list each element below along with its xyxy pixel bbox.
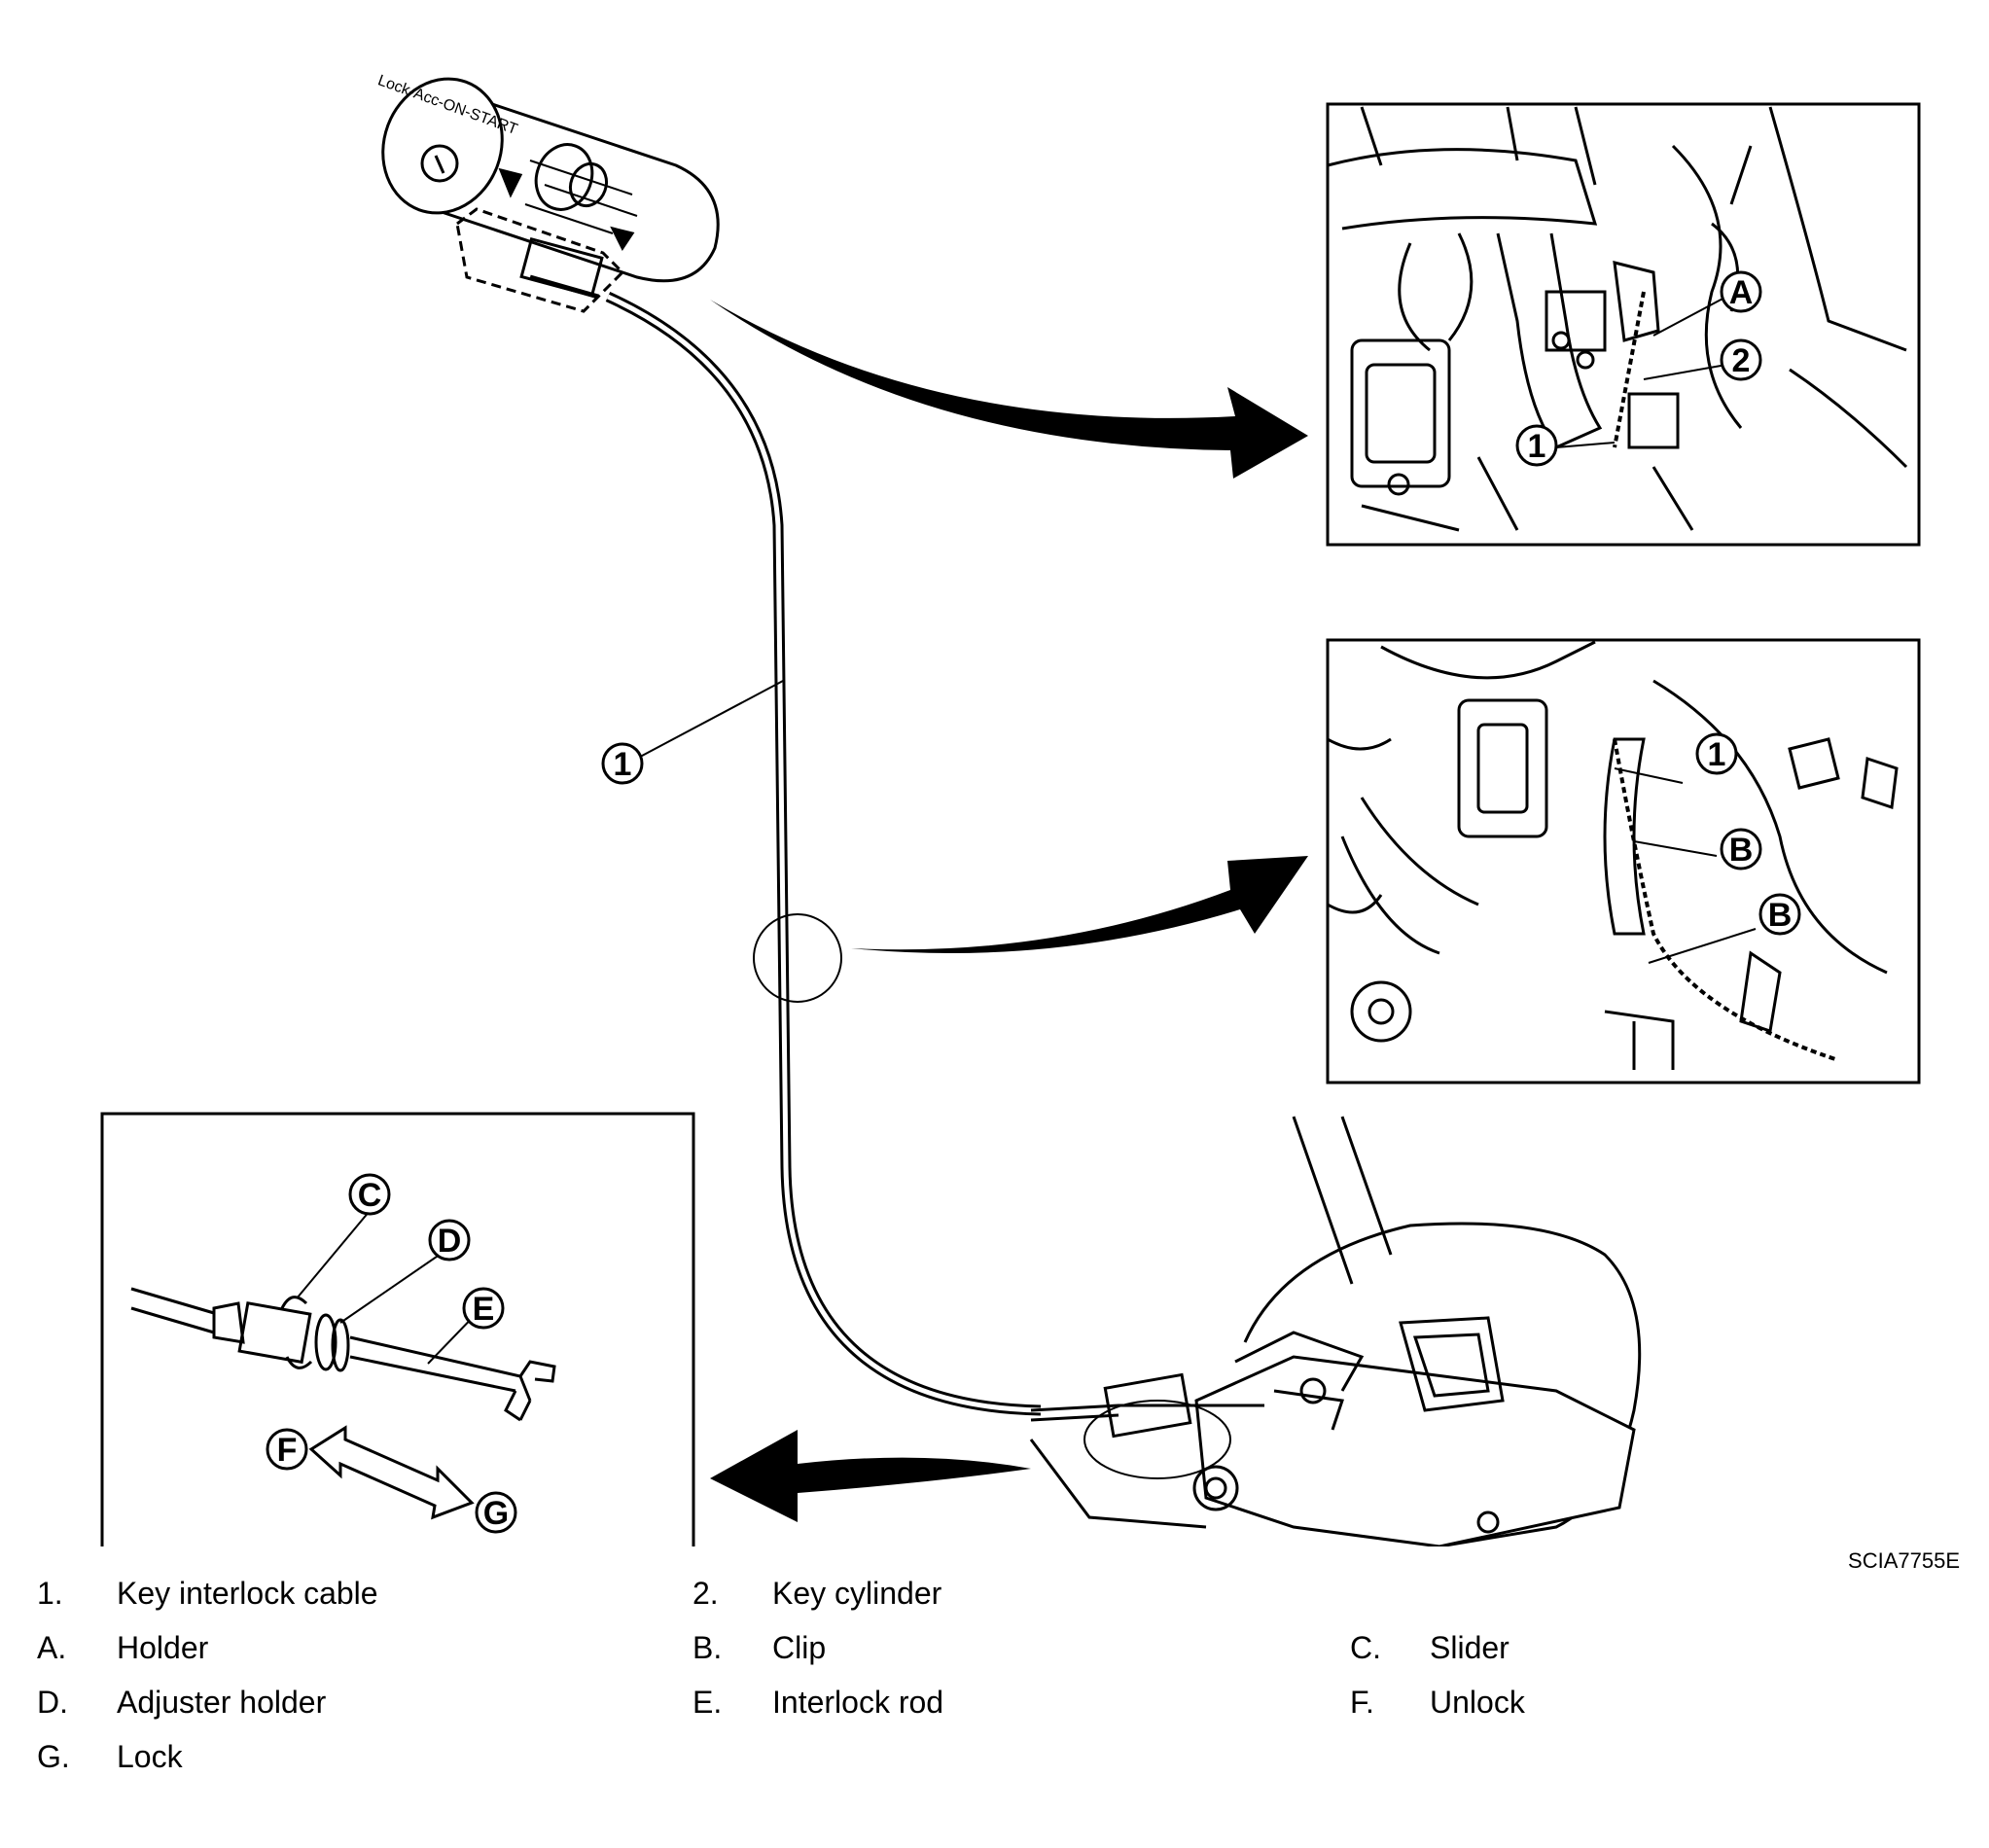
callout-unlock-f: F [266, 1428, 308, 1471]
legend-key: 1. [37, 1576, 63, 1611]
key-interlock-cable [605, 291, 1042, 1416]
legend-label: Key interlock cable [117, 1576, 378, 1611]
arrow-to-shift-detail [710, 1430, 1031, 1522]
callout-cable-main: 1 [601, 742, 644, 785]
callout-clip-b-lower: B [1758, 893, 1801, 936]
legend-label: Unlock [1430, 1685, 1525, 1720]
legend-key: E. [693, 1685, 723, 1720]
callout-key-cylinder-2: 2 [1720, 338, 1762, 381]
svg-text:1: 1 [1528, 428, 1546, 465]
parts-legend: 1. Key interlock cable 2. Key cylinder A… [0, 1576, 1989, 1829]
svg-text:D: D [438, 1223, 462, 1260]
legend-key: B. [693, 1630, 723, 1665]
legend-key: C. [1350, 1630, 1381, 1665]
arrows [710, 300, 1308, 1522]
svg-text:1: 1 [614, 746, 632, 783]
legend-label: Slider [1430, 1630, 1510, 1665]
svg-text:B: B [1768, 897, 1793, 934]
shift-lever-assembly [1029, 1116, 1642, 1546]
legend-label: Adjuster holder [117, 1685, 327, 1720]
callout-holder-a: A [1720, 270, 1762, 313]
svg-text:C: C [358, 1177, 382, 1214]
legend-key: F. [1350, 1685, 1374, 1720]
legend-label: Lock [117, 1739, 183, 1774]
unlock-lock-double-arrow [308, 1425, 475, 1520]
legend-label: Key cylinder [772, 1576, 942, 1611]
legend-label: Interlock rod [772, 1685, 944, 1720]
svg-text:1: 1 [1708, 736, 1726, 773]
figure-code: SCIA7755E [1848, 1548, 1960, 1573]
clip-detail-view [1326, 638, 1921, 1084]
callout-clip-b-upper: B [1720, 828, 1762, 871]
legend-row: 1. Key interlock cable 2. Key cylinder [0, 1576, 1989, 1630]
legend-label: Holder [117, 1630, 209, 1665]
legend-label: Clip [772, 1630, 827, 1665]
svg-text:B: B [1729, 832, 1754, 869]
svg-text:G: G [483, 1495, 509, 1532]
legend-key: D. [37, 1685, 68, 1720]
ignition-key-cylinder [381, 77, 720, 313]
callout-adjuster-holder-d: D [428, 1219, 471, 1262]
slider-detail-view [100, 1112, 695, 1546]
arrow-to-clip-view [851, 856, 1308, 953]
callout-lock-g: G [475, 1491, 517, 1534]
callout-cable-mid-box: 1 [1695, 732, 1738, 775]
callout-cable-top-box: 1 [1515, 424, 1558, 467]
svg-text:A: A [1729, 274, 1754, 311]
cable-detail-circle [753, 913, 842, 1003]
holder-detail-view [1326, 102, 1921, 547]
callout-slider-c: C [348, 1173, 391, 1216]
svg-text:2: 2 [1732, 342, 1751, 379]
legend-row: D. Adjuster holder E. Interlock rod F. U… [0, 1685, 1989, 1739]
key-interlock-diagram: Lock-Acc-ON-START [100, 72, 1921, 1546]
svg-text:E: E [473, 1291, 495, 1328]
cable-leader-line [626, 680, 784, 764]
svg-text:F: F [277, 1432, 298, 1469]
callout-interlock-rod-e: E [462, 1287, 505, 1330]
arrow-to-holder-view [710, 300, 1308, 479]
legend-key: G. [37, 1739, 70, 1774]
legend-row: G. Lock [0, 1739, 1989, 1794]
legend-key: A. [37, 1630, 67, 1665]
legend-key: 2. [693, 1576, 719, 1611]
legend-row: A. Holder B. Clip C. Slider [0, 1630, 1989, 1685]
